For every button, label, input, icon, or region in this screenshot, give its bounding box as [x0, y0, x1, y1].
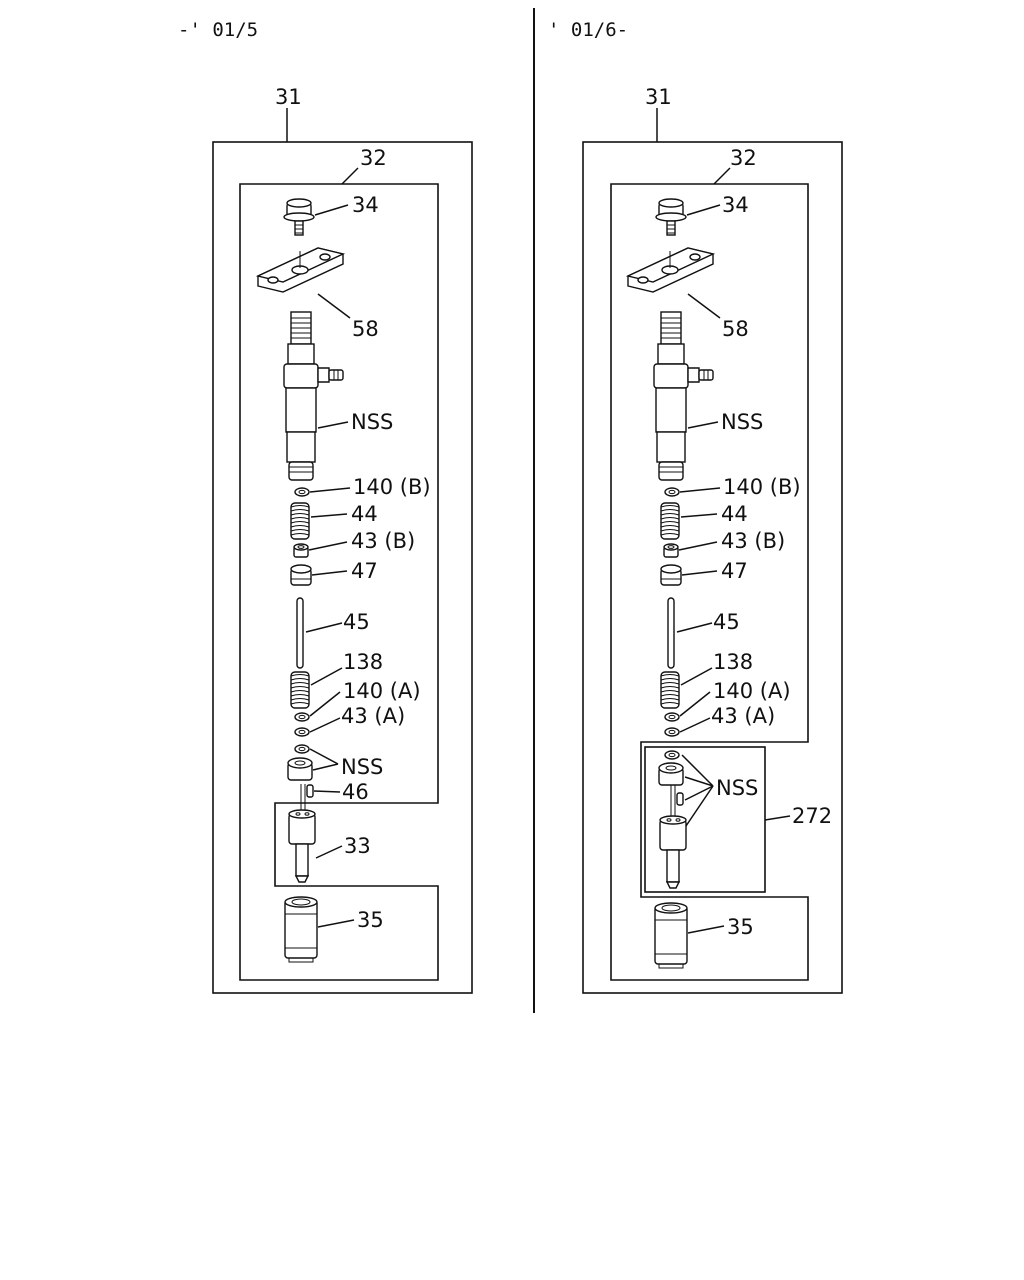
label-32: 32 [730, 146, 757, 170]
clamp-58-part [257, 247, 344, 293]
bolt-34-part [655, 198, 687, 236]
label-31: 31 [275, 85, 302, 109]
nss-washer-part [664, 750, 680, 760]
right-date-range: ' 01/6- [548, 19, 628, 41]
right-kit-frame [610, 183, 809, 981]
label-nss-lower: NSS [341, 755, 383, 779]
label-140b: 140 (B) [353, 475, 431, 499]
label-140a: 140 (A) [713, 679, 791, 703]
label-44: 44 [351, 502, 378, 526]
left-kit-frame [239, 183, 439, 981]
label-32: 32 [360, 146, 387, 170]
washer-140a-part [294, 712, 310, 722]
label-46: 46 [342, 780, 369, 804]
nss-nozzle-part [659, 815, 687, 889]
label-nss-body: NSS [351, 410, 393, 434]
nozzle-33-part [288, 809, 316, 883]
spring-138-part [660, 671, 680, 709]
injector-body-part [283, 311, 344, 481]
pin-46-part [306, 784, 314, 798]
spring-44-part [660, 502, 680, 540]
nut-35-part [284, 896, 318, 963]
label-45: 45 [343, 610, 370, 634]
spring-138-part [290, 671, 310, 709]
left-date-range: -' 01/5 [178, 19, 258, 41]
seat-43b-part [663, 543, 679, 558]
seat-43b-part [293, 543, 309, 558]
label-nss-lower: NSS [716, 776, 758, 800]
label-140b: 140 (B) [723, 475, 801, 499]
washer-140b-part [294, 487, 310, 497]
left-panel: -' 01/5 [178, 19, 473, 994]
label-138: 138 [713, 650, 753, 674]
washer-140b-part [664, 487, 680, 497]
label-45: 45 [713, 610, 740, 634]
label-35: 35 [357, 908, 384, 932]
label-43a: 43 (A) [341, 704, 405, 728]
clamp-58-part [627, 247, 714, 293]
label-140a: 140 (A) [343, 679, 421, 703]
label-33: 33 [344, 834, 371, 858]
label-31: 31 [645, 85, 672, 109]
label-47: 47 [351, 559, 378, 583]
injector-body-part [653, 311, 714, 481]
label-43b: 43 (B) [721, 529, 785, 553]
label-nss-body: NSS [721, 410, 763, 434]
washer-43a-part [294, 727, 310, 737]
nss-washer-part [294, 744, 310, 754]
cap-47-part [290, 564, 312, 586]
left-assembly-frame [212, 141, 473, 994]
nut-35-part [654, 902, 688, 969]
right-assembly-frame [582, 141, 843, 994]
label-58: 58 [352, 317, 379, 341]
label-43b: 43 (B) [351, 529, 415, 553]
label-44: 44 [721, 502, 748, 526]
label-272: 272 [792, 804, 832, 828]
nss-pin-part [676, 792, 684, 806]
cap-47-part [660, 564, 682, 586]
label-47: 47 [721, 559, 748, 583]
rod-45-part [296, 597, 304, 669]
washer-43a-part [664, 727, 680, 737]
label-34: 34 [722, 193, 749, 217]
label-35: 35 [727, 915, 754, 939]
nss-sleeve-part [287, 757, 313, 781]
label-34: 34 [352, 193, 379, 217]
bolt-34-part [283, 198, 315, 236]
spring-44-part [290, 502, 310, 540]
label-58: 58 [722, 317, 749, 341]
label-138: 138 [343, 650, 383, 674]
right-panel: ' 01/6- [548, 19, 843, 994]
label-43a: 43 (A) [711, 704, 775, 728]
rod-45-part [667, 597, 675, 669]
nss-sleeve-part [658, 762, 684, 786]
washer-140a-part [664, 712, 680, 722]
